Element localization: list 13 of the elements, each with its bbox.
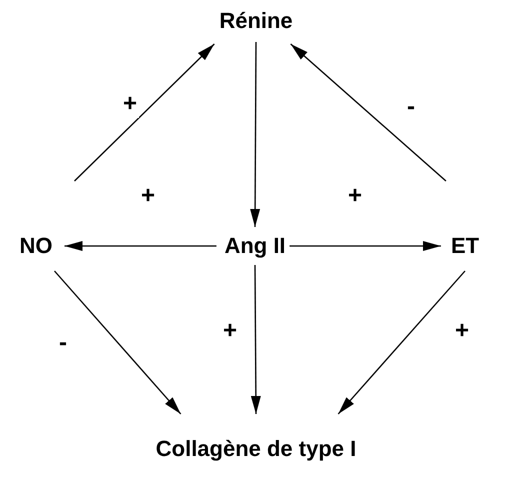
node-label: Ang II bbox=[224, 233, 286, 259]
arrow bbox=[290, 44, 446, 182]
node-label: ET bbox=[450, 233, 480, 259]
node-label: Rénine bbox=[219, 8, 293, 34]
arrow bbox=[290, 241, 441, 251]
arrow bbox=[250, 265, 261, 414]
node-label: NO bbox=[20, 233, 52, 259]
arrow bbox=[250, 42, 260, 227]
arrow bbox=[64, 241, 216, 251]
node-label: Collagène de type I bbox=[156, 436, 356, 462]
arrow bbox=[54, 270, 182, 414]
arrow bbox=[338, 270, 466, 414]
arrow bbox=[74, 44, 215, 182]
